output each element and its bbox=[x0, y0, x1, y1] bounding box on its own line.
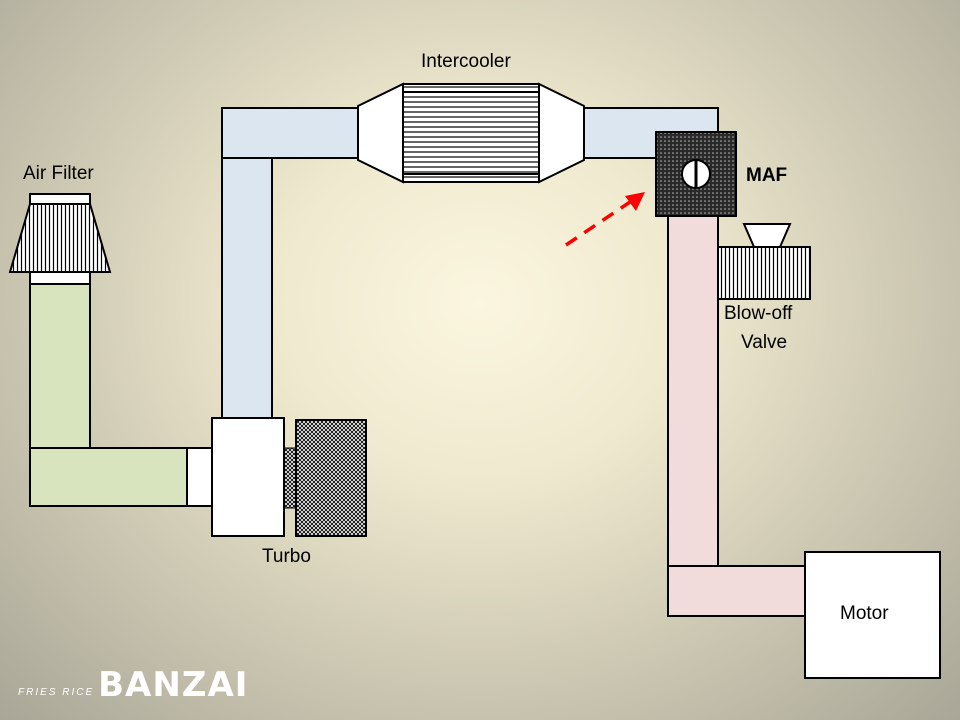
intake-pipe bbox=[29, 279, 214, 507]
turbo-label: Turbo bbox=[262, 546, 311, 567]
blow-off-valve bbox=[717, 223, 811, 300]
intercooler-label: Intercooler bbox=[421, 51, 511, 72]
banzai-logo: FRIES RICE BANZAI bbox=[18, 666, 248, 702]
red-pointer-arrow bbox=[565, 192, 645, 247]
blow-off-label-line2: Valve bbox=[741, 332, 788, 353]
air-filter-label: Air Filter bbox=[23, 163, 94, 184]
maf-sensor bbox=[655, 131, 737, 217]
blow-off-label-line1: Blow-off bbox=[724, 303, 793, 324]
logo-small-text: FRIES RICE bbox=[18, 687, 95, 698]
logo-big-text: BANZAI bbox=[98, 665, 249, 705]
maf-label: MAF bbox=[746, 165, 788, 186]
intercooler bbox=[357, 82, 585, 184]
turbo bbox=[211, 417, 367, 537]
motor-label: Motor bbox=[840, 603, 889, 624]
air-filter bbox=[8, 193, 112, 285]
motor-block bbox=[804, 551, 941, 679]
